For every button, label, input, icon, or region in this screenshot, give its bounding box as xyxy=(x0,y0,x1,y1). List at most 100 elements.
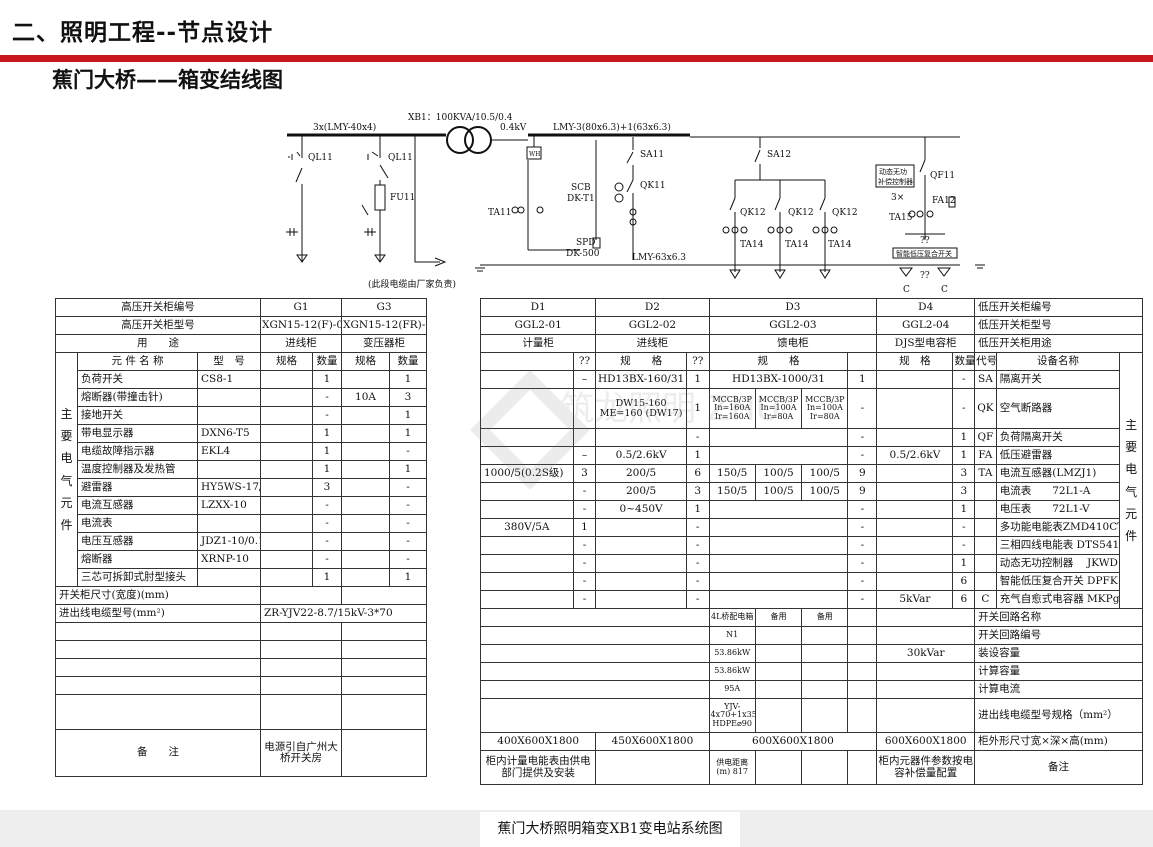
table-cell xyxy=(259,622,343,641)
c-label-2: C xyxy=(941,285,948,295)
cell: 智能低压复合开关 DPFK xyxy=(995,572,1121,591)
cell: 100/5 xyxy=(801,464,849,483)
table-cell: - xyxy=(311,532,343,551)
table-cell xyxy=(259,658,343,677)
d2-model: GGL2-02 xyxy=(595,316,710,335)
table-cell xyxy=(341,658,428,677)
table-cell xyxy=(197,568,261,587)
cell: 6 xyxy=(685,464,710,483)
table-cell xyxy=(341,568,391,587)
cell: 空气断路器 xyxy=(995,388,1121,429)
qk12-label-c: QK12 xyxy=(832,208,858,218)
table-cell: 1 xyxy=(311,424,343,443)
table-cell: - xyxy=(311,550,343,569)
cell: HD13BX-160/31 xyxy=(595,370,687,389)
cell: 6 xyxy=(952,590,976,609)
cell: - xyxy=(952,518,976,537)
table-cell: 1 xyxy=(389,460,428,479)
cell: 3 xyxy=(952,464,976,483)
table-cell xyxy=(260,388,313,407)
cell: - xyxy=(572,500,597,519)
qq-label-2: ?? xyxy=(920,271,930,281)
qq-label-1: ?? xyxy=(920,236,930,246)
ql11-label-a: QL11 xyxy=(308,153,333,163)
cell: 1 xyxy=(952,554,976,573)
table-cell xyxy=(341,442,391,461)
table-cell xyxy=(260,370,313,389)
cell: YJV-4x70+1x35 HDPE⌀90 xyxy=(708,698,756,733)
table-cell: 1 xyxy=(311,568,343,587)
section-title: 蕉门大桥——箱变结线图 xyxy=(52,68,283,92)
cell: - xyxy=(847,388,878,429)
table-cell xyxy=(341,460,391,479)
cell: 三相四线电能表 DTS541 xyxy=(995,536,1121,555)
cell: 150/5 xyxy=(708,464,756,483)
cell: - xyxy=(847,536,878,555)
feeder-branches xyxy=(722,180,838,279)
table-cell: 1 xyxy=(389,406,428,425)
remark-label: 备注 xyxy=(974,750,1143,785)
lv-bus-label: LMY-3(80x6.3)+1(63x6.3) xyxy=(553,122,671,133)
cell: QK xyxy=(974,388,997,429)
table-cell xyxy=(260,550,313,569)
table-cell xyxy=(55,676,261,695)
table-cell xyxy=(197,388,261,407)
cell: - xyxy=(847,572,878,591)
d3-model: GGL2-03 xyxy=(708,316,878,335)
scb-label: SCB xyxy=(571,183,591,193)
table-cell xyxy=(260,532,313,551)
g1-no: G1 xyxy=(259,298,343,317)
table-cell: 电缆故障指示器 xyxy=(77,442,198,461)
cell: 备用 xyxy=(754,608,803,627)
ta14-label-b: TA14 xyxy=(785,240,809,250)
ta14-label-a: TA14 xyxy=(740,240,764,250)
cell: 0.5/2.6kV xyxy=(876,446,954,465)
04kv-label: 0.4kV xyxy=(500,123,527,133)
cable-label: 进出线电缆型号(mm²) xyxy=(55,604,261,623)
table-cell xyxy=(260,406,313,425)
col-device: 设备名称 xyxy=(995,352,1121,371)
cell: 1 xyxy=(847,370,878,389)
cable-label: 进出线电缆型号规格（mm²） xyxy=(974,698,1143,733)
table-cell: - xyxy=(389,478,428,497)
cell: FA xyxy=(974,446,997,465)
d1-model: GGL2-01 xyxy=(479,316,597,335)
d3-no: D3 xyxy=(708,298,878,317)
cell: - xyxy=(952,388,976,429)
cell: MCCB/3P In=160A Ir=160A xyxy=(708,388,756,429)
cell: - xyxy=(685,536,710,555)
cell: 柜内元器件参数按电容补偿量配置 xyxy=(876,750,976,785)
col-qty: 数量 xyxy=(311,352,343,371)
col-code: 代号 xyxy=(974,352,997,371)
fa12-label: FA12 xyxy=(932,196,955,206)
cell: 1 xyxy=(572,518,597,537)
dkt1-label: DK-T1 xyxy=(567,194,595,204)
remark-label: 备 注 xyxy=(55,729,261,777)
table-cell xyxy=(260,460,313,479)
cell: 100/5 xyxy=(754,464,803,483)
table-cell xyxy=(260,442,313,461)
table-cell xyxy=(259,676,343,695)
table-cell: - xyxy=(389,532,428,551)
cell: 供电距离(m) 817 xyxy=(708,750,756,785)
table-cell xyxy=(197,406,261,425)
table-cell: 10A xyxy=(341,388,391,407)
cell: 95A xyxy=(708,680,756,699)
cell: 30kVar xyxy=(876,644,976,663)
table-cell: CS8-1 xyxy=(197,370,261,389)
cell: 200/5 xyxy=(595,482,687,501)
hv-side-label: 主要电气元件 xyxy=(55,352,78,587)
table-cell: 接地开关 xyxy=(77,406,198,425)
g3-model: XGN15-12(FR)-03 xyxy=(341,316,428,335)
cell: 53.86kW xyxy=(708,662,756,681)
cell: MCCB/3P In=100A Ir=80A xyxy=(754,388,803,429)
table-cell: 熔断器 xyxy=(77,550,198,569)
cell: 4L桥配电箱 xyxy=(708,608,756,627)
3x-label: 3× xyxy=(891,193,904,203)
